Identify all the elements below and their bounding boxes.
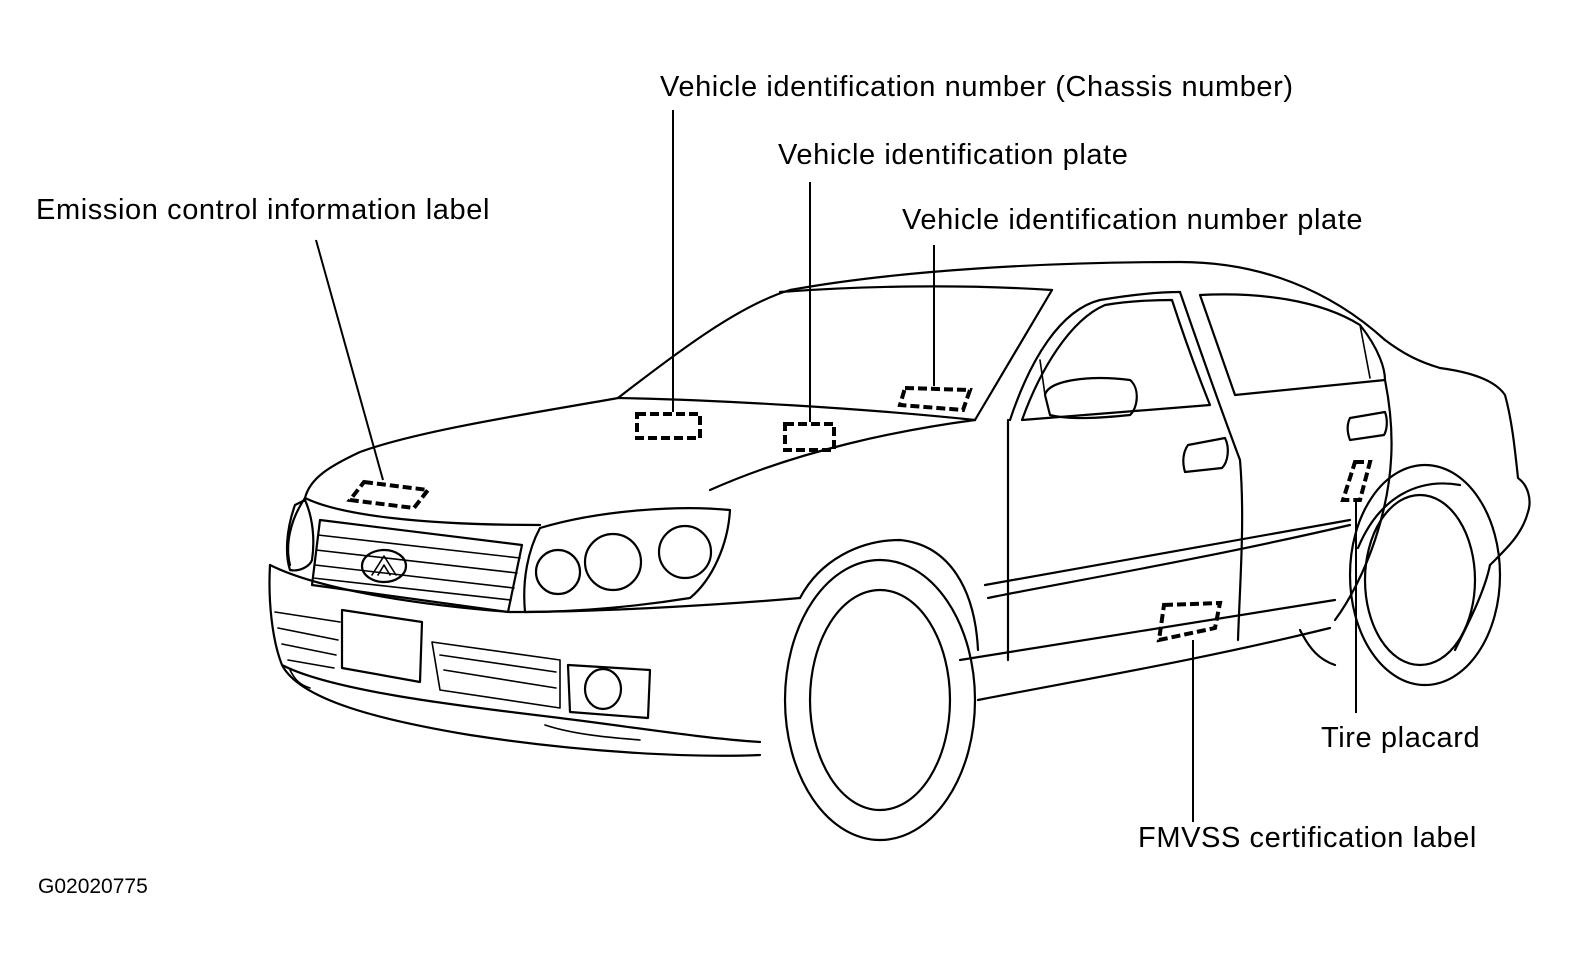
emission-control-label: Emission control information label [36, 194, 490, 226]
label-location-markers [346, 385, 1373, 643]
vin-number-plate-marker [897, 385, 973, 413]
emission-leader-line [315, 239, 384, 481]
vin-chassis-label: Vehicle identification number (Chassis n… [660, 71, 1294, 103]
figure-id: G02020775 [38, 875, 148, 898]
vin-plate-marker [783, 422, 836, 452]
fmvss-certification-label: FMVSS certification label [1138, 822, 1477, 854]
vin-number-plate-label: Vehicle identification number plate [902, 204, 1364, 236]
fmvss-label-marker [1156, 600, 1223, 643]
car-body [268, 260, 1531, 842]
emission-label-marker [346, 479, 432, 511]
tire-placard-label: Tire placard [1321, 722, 1481, 754]
vin-plate-label: Vehicle identification plate [778, 139, 1129, 171]
leader-lines [315, 110, 1357, 822]
vin-chassis-marker [635, 412, 702, 440]
tire-placard-marker [1340, 460, 1373, 502]
